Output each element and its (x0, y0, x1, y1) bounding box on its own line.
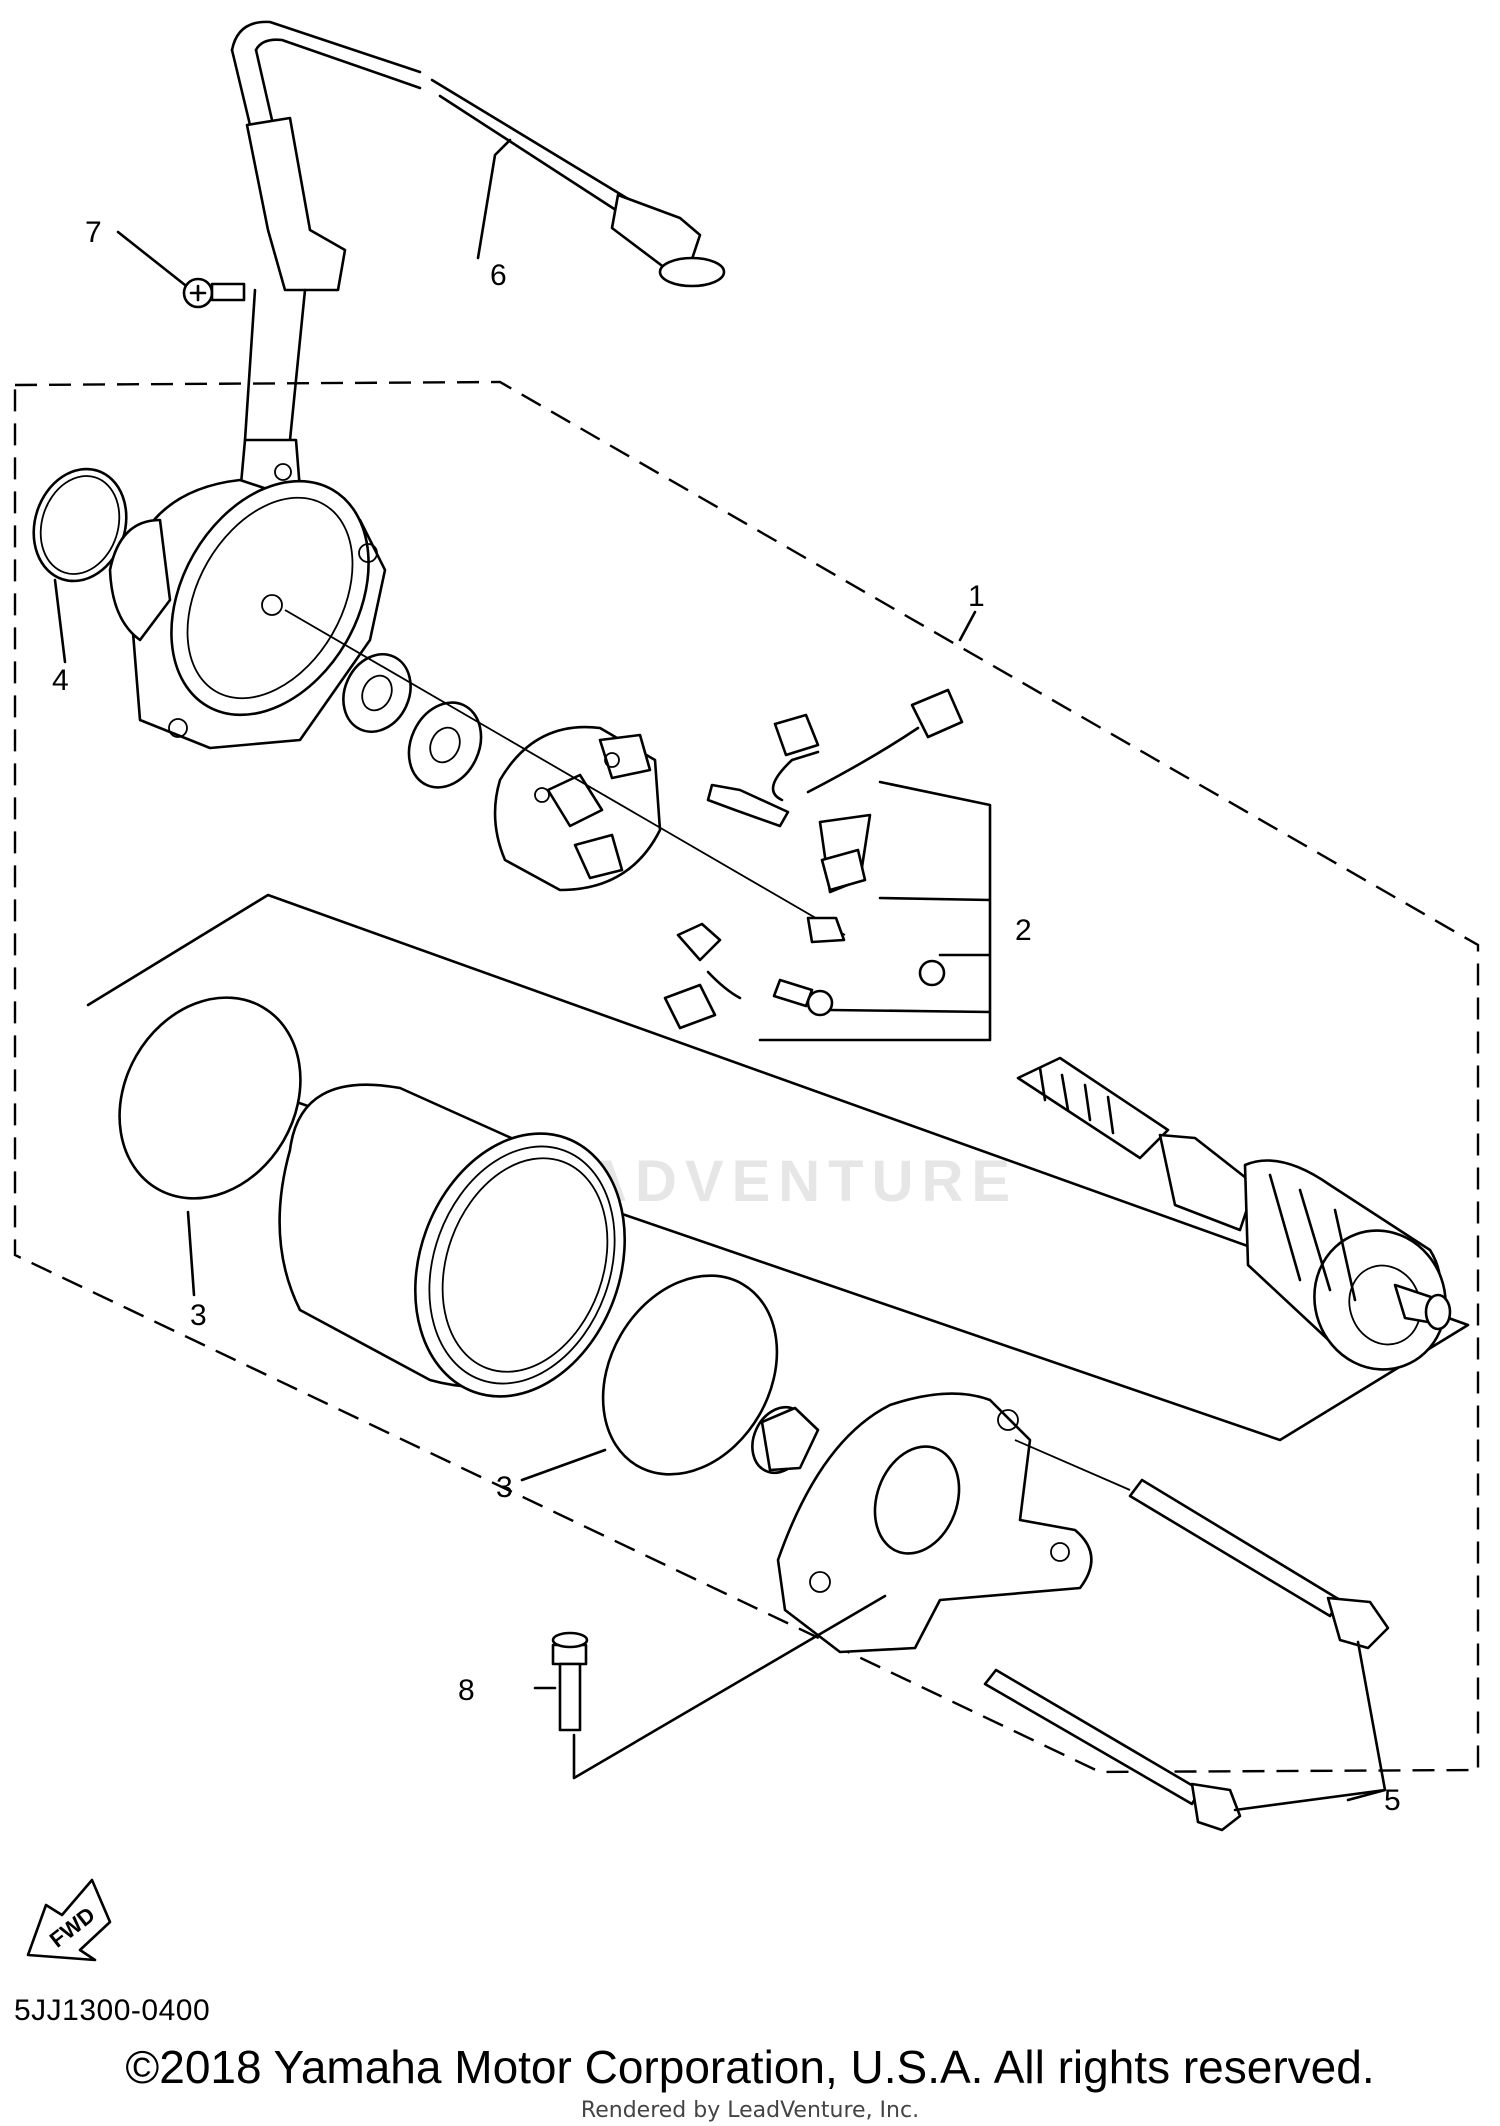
bushing (751, 1405, 820, 1475)
rendered-by-credit: Rendered by LeadVenture, Inc. (580, 2098, 920, 2123)
screw-7 (182, 277, 246, 309)
assembly-boundary (13, 380, 1480, 1774)
brush-set (663, 688, 964, 1030)
armature (1016, 1056, 1452, 1371)
brush-holder (493, 725, 662, 892)
callout-3-left: 3 (190, 1299, 207, 1332)
callout-1: 1 (968, 580, 985, 613)
bolt-to-cover-line (1014, 1439, 1131, 1491)
copyright-notice: ©2018 Yamaha Motor Corporation, U.S.A. A… (125, 2041, 1375, 2093)
through-bolt-lower (983, 1668, 1242, 1832)
bolt-8 (551, 1631, 589, 1732)
callout-3-right: 3 (496, 1471, 513, 1504)
callout-5: 5 (1384, 1784, 1401, 1817)
callout-6: 6 (490, 259, 507, 292)
callout-4: 4 (52, 664, 69, 697)
callout-7: 7 (85, 216, 102, 249)
diagram-code: 5JJ1300-0400 (14, 1994, 211, 2027)
fwd-arrow-icon: FWD (26, 1878, 112, 1962)
callout-8: 8 (458, 1674, 475, 1707)
lead-wire (230, 20, 726, 502)
leader-lines (53, 138, 1387, 1812)
bolt-8-leader (572, 1594, 887, 1780)
callout-2-bracket (758, 780, 992, 1042)
through-bolt-upper (1128, 1478, 1390, 1650)
front-cover (108, 478, 387, 750)
gasket-right (601, 1274, 779, 1476)
yoke (278, 1083, 627, 1398)
assembly-axis (284, 609, 846, 936)
rear-cover (776, 1392, 1093, 1654)
bearing-washers (342, 653, 483, 789)
yoke-group-outline (86, 893, 1470, 1442)
gasket-left (118, 996, 302, 1200)
callout-2: 2 (1015, 914, 1032, 947)
